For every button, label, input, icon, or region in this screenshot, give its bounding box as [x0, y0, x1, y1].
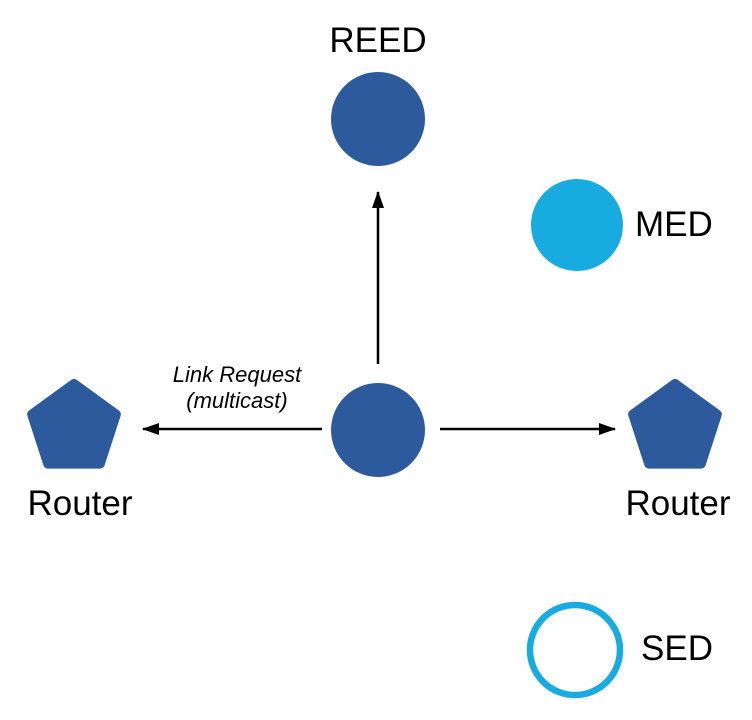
- router-right-label: Router: [625, 484, 731, 523]
- router-left-label: Router: [27, 484, 133, 523]
- sed-node-circle: [526, 601, 624, 699]
- sed-label: SED: [641, 629, 713, 668]
- link-request-annotation: Link Request (multicast): [173, 362, 301, 414]
- link-request-line1: Link Request: [172, 362, 302, 387]
- center-node-circle: [331, 383, 425, 477]
- reed-label: REED: [329, 21, 427, 60]
- router-left-pentagon: [27, 379, 121, 469]
- link-request-line2: (multicast): [186, 388, 288, 413]
- med-node-circle: [531, 179, 623, 271]
- med-label: MED: [635, 205, 713, 244]
- router-right-pentagon: [628, 379, 722, 469]
- reed-node-circle: [331, 72, 425, 166]
